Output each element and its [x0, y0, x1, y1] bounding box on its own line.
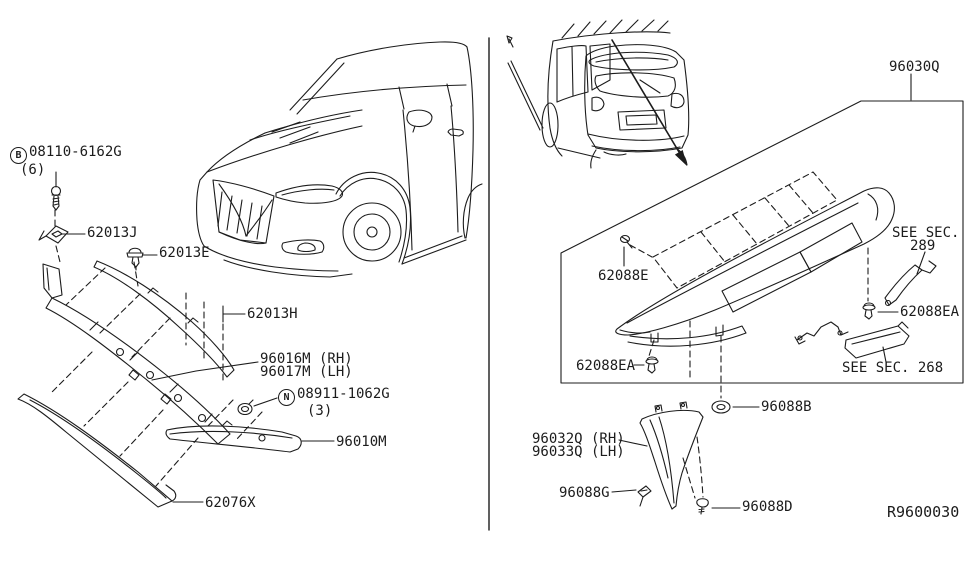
part-label-62088ea-left: 62088EA — [576, 358, 636, 374]
bolt-qty: (6) — [20, 162, 46, 178]
part-label-96033q: 96033Q (LH) — [532, 444, 625, 460]
clip-62013e-glyph — [126, 247, 144, 271]
bolt-glyph — [50, 185, 62, 211]
front-spoiler-parts — [17, 185, 302, 508]
rear-vehicle-drawing — [506, 19, 690, 169]
selection-arrow-icon — [611, 39, 687, 166]
see-sec-289-line1: SEE SEC. — [892, 225, 960, 241]
nut-part-number: 08911-1062G — [297, 386, 390, 402]
part-label-62088ea-right: 62088EA — [900, 304, 960, 320]
front-vehicle-drawing — [196, 41, 483, 278]
part-label-62013e: 62013E — [159, 245, 210, 261]
part-label-96030q: 96030Q — [889, 59, 940, 75]
nut-qty: (3) — [307, 403, 333, 419]
part-label-96010m: 96010M — [336, 434, 387, 450]
see-sec-268: SEE SEC. 268 — [842, 360, 944, 376]
rear-spoiler-drawing — [615, 187, 895, 347]
leader-lines-left — [55, 171, 335, 503]
circle-n-marker: N — [278, 389, 295, 406]
leader-lines-right — [611, 73, 926, 509]
part-label-96017m: 96017M (LH) — [260, 364, 353, 380]
part-label-96032q: 96032Q (RH) — [532, 431, 625, 447]
part-label-96016m: 96016M (RH) — [260, 351, 353, 367]
part-label-96088g: 96088G — [559, 485, 610, 501]
part-label-62013j: 62013J — [87, 225, 138, 241]
fastener-glyphs-right — [619, 234, 876, 515]
see-sec-289-line2: 289 — [910, 238, 936, 254]
part-label-96088b: 96088B — [761, 399, 812, 415]
side-spoiler-drawing — [639, 401, 704, 510]
part-label-62013h: 62013H — [247, 306, 298, 322]
nut-glyph — [237, 399, 254, 416]
part-label-62076x: 62076X — [205, 495, 256, 511]
circle-b-marker: B — [10, 147, 27, 164]
bolt-part-number: 08110-6162G — [29, 144, 122, 160]
part-label-96088d: 96088D — [742, 499, 793, 515]
part-label-62088e: 62088E — [598, 268, 649, 284]
bracket-parts — [794, 260, 937, 359]
boundary-box — [560, 100, 964, 384]
projection-lines-left — [49, 209, 263, 487]
drawing-reference-code: R9600030 — [887, 503, 960, 521]
projection-lines-right — [629, 171, 869, 499]
